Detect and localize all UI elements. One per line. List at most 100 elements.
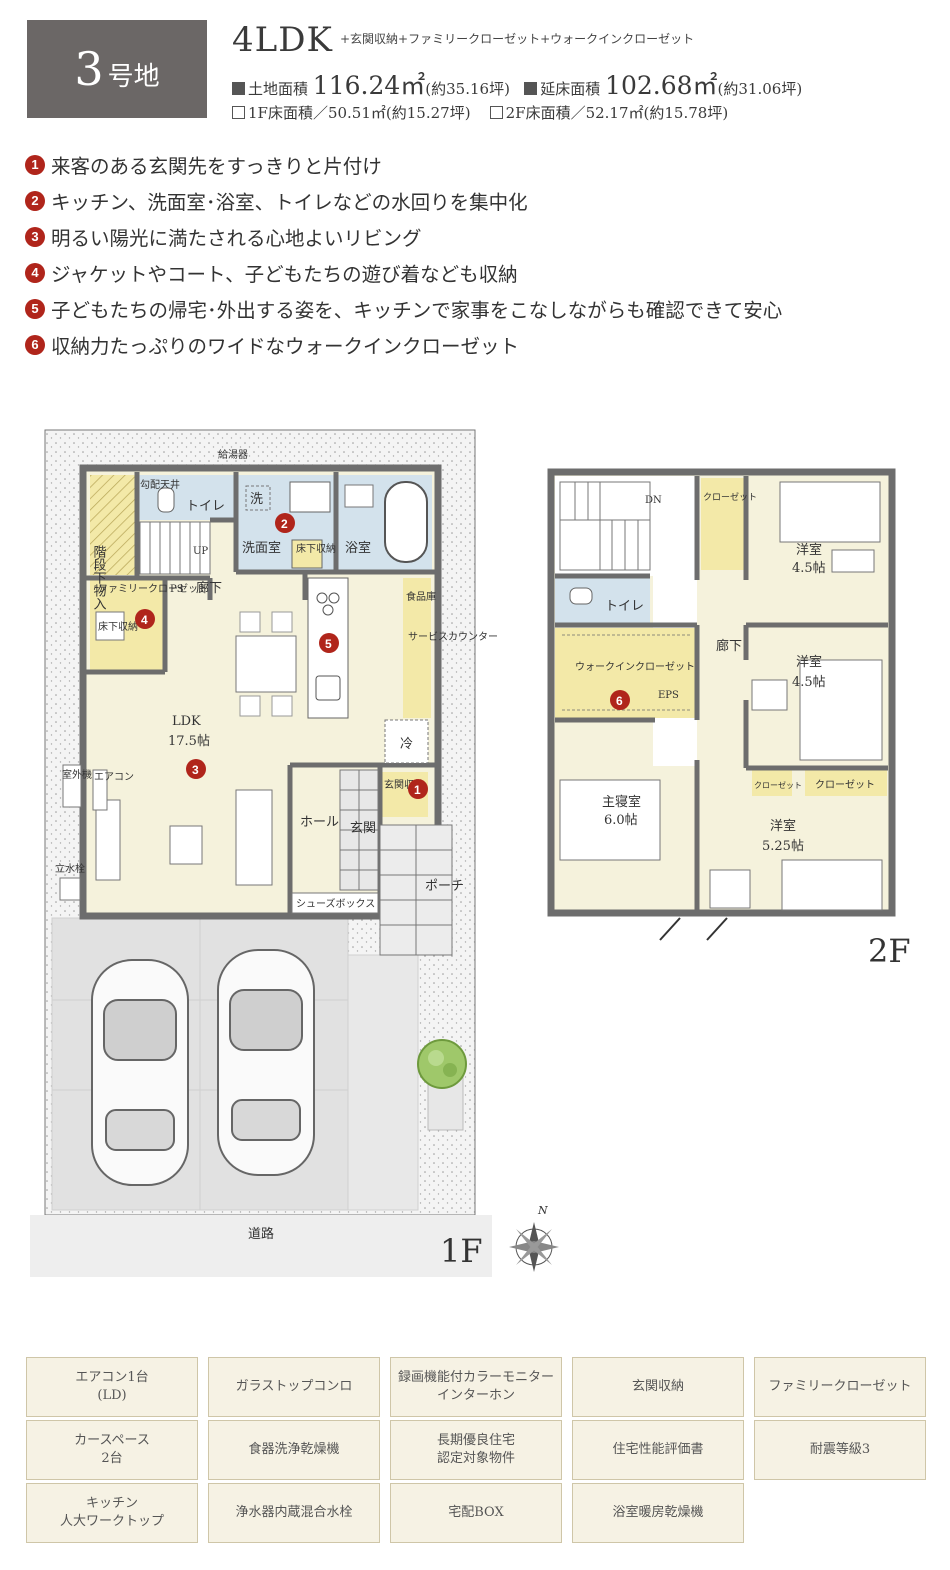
marker-badge: 1 bbox=[408, 779, 428, 799]
svg-text:5: 5 bbox=[325, 637, 332, 651]
shoe-box bbox=[291, 892, 379, 914]
floor2-label: 2F bbox=[868, 932, 911, 970]
up-label: UP bbox=[193, 546, 208, 557]
svg-text:6: 6 bbox=[616, 694, 623, 708]
underfloor-storage-label: 床下収納 bbox=[296, 542, 336, 555]
hall-label: ホール bbox=[300, 815, 339, 830]
sofa bbox=[235, 789, 273, 886]
washbasin bbox=[289, 481, 331, 513]
equipment-tag: 食器洗浄乾燥機 bbox=[208, 1420, 380, 1480]
feature-number-badge: 5 bbox=[25, 298, 45, 319]
room1-size-label: 4.5帖 bbox=[792, 561, 826, 576]
feature-number-badge: 4 bbox=[25, 262, 45, 283]
marker-badge: 4 bbox=[135, 609, 155, 629]
equipment-tag: エアコン1台 (LD) bbox=[26, 1357, 198, 1417]
car-icon bbox=[217, 949, 315, 1176]
master-label: 主寝室 bbox=[602, 794, 641, 810]
eps-label: EPS bbox=[658, 690, 679, 701]
floor-area-label: 延床面積 bbox=[540, 80, 601, 98]
svg-text:4: 4 bbox=[141, 613, 148, 627]
bathtub bbox=[384, 481, 428, 563]
filled-square-icon bbox=[524, 82, 538, 95]
feature-text: 来客のある玄関先をすっきりと片付け bbox=[51, 155, 382, 178]
outdoor-unit-box bbox=[62, 764, 82, 808]
faucet-label: 立水栓 bbox=[55, 862, 85, 875]
furniture-2f bbox=[559, 481, 883, 911]
closet-a-area bbox=[701, 478, 746, 570]
porch-label: ポーチ bbox=[425, 879, 464, 894]
road-label: 道路 bbox=[248, 1226, 274, 1242]
toilet-label: トイレ bbox=[186, 499, 225, 514]
wic-label: ウォークインクローゼット bbox=[575, 661, 695, 673]
stairs-2f bbox=[559, 481, 651, 571]
pantry-label: 食品庫 bbox=[406, 590, 436, 603]
feature-item: 4 ジャケットやコート、子どもたちの遊び着なども収納 bbox=[25, 258, 518, 287]
area-line-floors: 1F床面積／50.51㎡(約15.27坪) 2F床面積／52.17㎡(約15.7… bbox=[232, 102, 728, 123]
feature-text: ジャケットやコート、子どもたちの遊び着なども収納 bbox=[51, 263, 518, 286]
faucet-fixture bbox=[59, 877, 81, 901]
toilet-fixture bbox=[157, 487, 175, 513]
plan-type: 4LDK bbox=[232, 20, 333, 60]
lot-number: 3 bbox=[74, 42, 104, 96]
lot-unit: 号地 bbox=[107, 61, 160, 92]
stairs-1f bbox=[139, 521, 211, 575]
underfloor-storage2-label: 床下収納 bbox=[98, 620, 138, 633]
aircon-unit bbox=[92, 769, 108, 811]
closet-c-label: クローゼット bbox=[815, 779, 875, 791]
hallway-label: 廊下 bbox=[196, 580, 222, 596]
land-area-label: 土地面積 bbox=[248, 80, 309, 98]
ps-label: PS bbox=[170, 584, 184, 595]
equipment-tag: 住宅性能評価書 bbox=[572, 1420, 744, 1480]
equipment-tag: ガラストップコンロ bbox=[208, 1357, 380, 1417]
svg-text:1: 1 bbox=[414, 783, 421, 797]
entrance-tiles bbox=[339, 769, 379, 891]
stairs-storage bbox=[90, 475, 137, 575]
service-counter-label: サービスカウンター bbox=[408, 631, 498, 643]
closet-b-label: クローゼット bbox=[754, 780, 802, 790]
walkway bbox=[347, 954, 419, 1211]
master-size-label: 6.0帖 bbox=[604, 813, 638, 828]
room3-size-label: 5.25帖 bbox=[762, 839, 804, 854]
porch bbox=[379, 824, 453, 956]
plan-extras: +玄関収納+ファミリークローゼット+ウォークインクローゼット bbox=[340, 32, 695, 46]
svg-text:3: 3 bbox=[192, 763, 199, 777]
aircon-label: エアコン bbox=[94, 772, 134, 783]
hallway2-label: 廊下 bbox=[716, 638, 742, 654]
bath-label: 浴室 bbox=[345, 540, 371, 556]
land-area-value: 116.24㎡ bbox=[312, 71, 426, 100]
equipment-tag: カースペース 2台 bbox=[26, 1420, 198, 1480]
room1-label: 洋室 bbox=[796, 542, 822, 558]
equipment-tag: 玄関収納 bbox=[572, 1357, 744, 1417]
equipment-tag: 録画機能付カラーモニター インターホン bbox=[390, 1357, 562, 1417]
svg-text:2: 2 bbox=[281, 517, 288, 531]
service-counter-area bbox=[403, 578, 431, 718]
land-area-tsubo: (約35.16坪) bbox=[425, 80, 510, 98]
feature-text: キッチン、洗面室･浴室、トイレなどの水回りを集中化 bbox=[51, 191, 528, 214]
marker-badge: 2 bbox=[275, 513, 295, 533]
marker-badge: 6 bbox=[610, 690, 630, 710]
equipment-tag: 浴室暖房乾燥機 bbox=[572, 1483, 744, 1543]
family-closet-label: ファミリークローゼット bbox=[98, 583, 208, 595]
shoe-dryer-label: 勾配天井 bbox=[140, 478, 180, 491]
empty-square-icon bbox=[232, 106, 245, 119]
filled-square-icon bbox=[232, 82, 245, 95]
water-heater-label: 給湯器 bbox=[218, 448, 248, 461]
washroom-label: 洗面室 bbox=[242, 540, 281, 556]
outdoor-unit-label: 室外機 bbox=[62, 768, 92, 781]
dn-label: DN bbox=[645, 495, 662, 506]
room2-size-label: 4.5帖 bbox=[792, 675, 826, 690]
feature-text: 子どもたちの帰宅･外出する姿を、キッチンで家事をこなしながらも確認できて安心 bbox=[51, 299, 783, 322]
equipment-tag: 耐震等級3 bbox=[754, 1420, 926, 1480]
entrance-label: 玄関 bbox=[350, 821, 376, 836]
compass-icon: N bbox=[509, 1204, 559, 1272]
equipment-tag: キッチン 人大ワークトップ bbox=[26, 1483, 198, 1543]
equipment-tag: ファミリークローゼット bbox=[754, 1357, 926, 1417]
car-icon bbox=[91, 959, 189, 1186]
room2-label: 洋室 bbox=[796, 654, 822, 670]
fridge-label: 冷 bbox=[400, 737, 413, 752]
closet-a-label: クローゼット bbox=[703, 491, 757, 503]
floor2-area: 2F床面積／52.17㎡(約15.78坪) bbox=[505, 104, 729, 122]
